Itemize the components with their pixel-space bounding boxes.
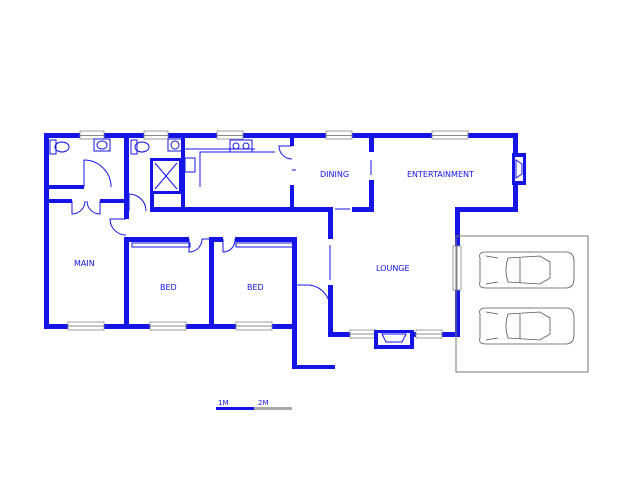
windows [67,130,469,339]
doors [71,145,331,309]
room-label-main: MAIN [74,259,95,268]
room-label-bed: BED [160,283,177,292]
fireplace-lounge [374,330,414,349]
toilet-icon [49,139,70,155]
car-icon [479,251,575,289]
washer-icon [184,157,196,173]
room-label-dining: DINING [320,170,349,179]
kitchen-counter [185,139,275,187]
exterior-walls [44,133,518,369]
cupboard [131,242,191,248]
fireplace-entertainment [512,153,526,185]
scale-segment-light [254,407,292,410]
room-label-bed: BED [247,283,264,292]
room-label-lounge: LOUNGE [376,264,410,273]
cupboard [235,242,295,248]
openings [292,160,372,280]
basin-icon [167,138,183,152]
basin-icon [93,138,111,152]
car-icon [479,307,575,345]
shower-icon [154,162,178,190]
room-label-entertainment: ENTERTAINMENT [407,170,474,179]
interior-walls [44,133,374,329]
scale-label-2m: 2M [258,399,269,407]
fixtures [49,138,295,248]
toilet-icon [130,139,150,155]
scale-bar: 1M 2M [216,399,292,410]
scale-segment-dark [216,407,254,410]
carport [455,235,589,373]
scale-label-1m: 1M [218,399,229,407]
